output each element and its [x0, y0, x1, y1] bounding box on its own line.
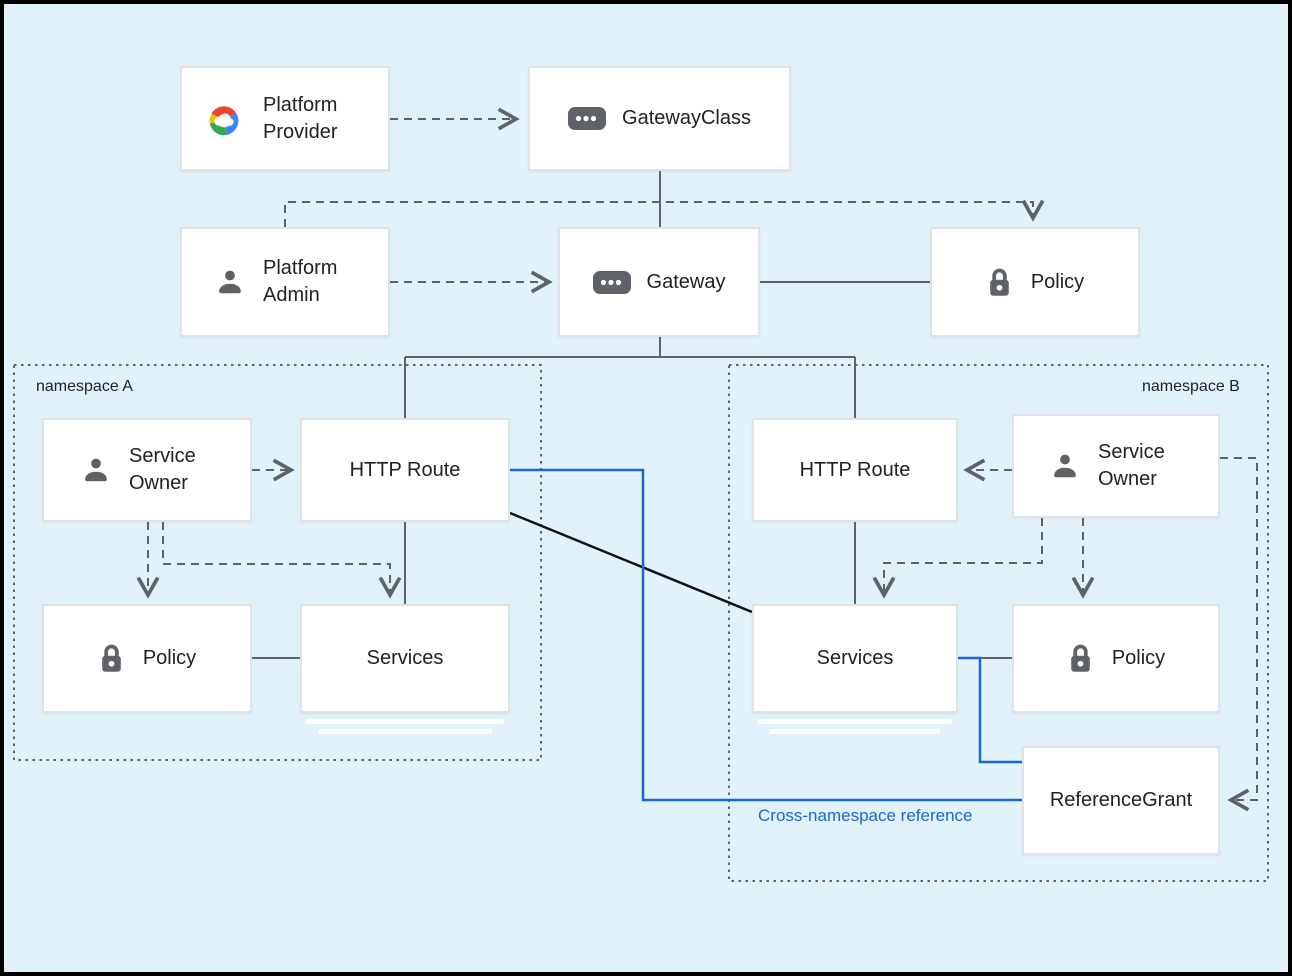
connector-services-b-referencegrant [958, 656, 1022, 764]
node-platform-admin: Platform Admin [180, 227, 390, 337]
node-http-route-b: HTTP Route [752, 418, 958, 522]
node-label: Platform Admin [263, 257, 338, 306]
connector-httproute-a-services-b [509, 511, 753, 614]
connector-serviceowner-b-services-b [872, 518, 1043, 599]
services-b-stack-decoration [770, 729, 940, 734]
services-b-stack-decoration [758, 719, 952, 724]
node-label: Service Owner [1098, 441, 1165, 490]
node-http-route-a: HTTP Route [300, 418, 510, 522]
connector-serviceowner-b-referencegrant [1220, 457, 1258, 812]
node-label: HTTP Route [349, 458, 461, 481]
node-label: GatewayClass [622, 107, 751, 129]
node-label: Policy [1030, 270, 1085, 293]
resource-chip-icon [568, 107, 607, 130]
connector-platformadmin-policy [284, 199, 1045, 227]
namespace-a-border [13, 364, 542, 761]
node-label: Services [366, 647, 444, 669]
services-a-stack-decoration [306, 719, 504, 724]
cross-namespace-reference-label: Cross-namespace reference [758, 806, 973, 825]
services-a-stack-decoration [318, 729, 492, 734]
node-label: Platform Provider [263, 93, 338, 143]
google-cloud-icon [203, 101, 245, 137]
node-label: Gateway [646, 270, 726, 293]
person-icon [1050, 451, 1080, 481]
namespace-a-label: namespace A [36, 378, 133, 395]
namespace-b-border [728, 364, 1269, 882]
lock-icon [986, 267, 1013, 298]
connector-serviceowner-a-services-a [162, 522, 402, 599]
connector-httproute-a-referencegrant [510, 468, 1022, 802]
node-gateway-class: GatewayClass [528, 66, 791, 171]
person-icon [81, 455, 111, 485]
person-icon [215, 267, 245, 297]
node-reference-grant: ReferenceGrant [1022, 746, 1220, 855]
lock-icon [98, 643, 125, 674]
node-services-a: Services [300, 604, 510, 713]
node-gateway: Gateway [558, 227, 760, 337]
node-policy-a: Policy [42, 604, 252, 713]
node-service-owner-b: Service Owner [1012, 414, 1220, 518]
connector-gateway-httproutes [404, 337, 856, 418]
node-service-owner-a: Service Owner [42, 418, 252, 522]
lock-icon [1067, 643, 1094, 674]
node-label: Services [816, 647, 894, 669]
node-policy-b: Policy [1012, 604, 1220, 713]
namespace-b-label: namespace B [1142, 378, 1240, 395]
node-services-b: Services [752, 604, 958, 713]
node-policy-top: Policy [930, 227, 1140, 337]
node-label: ReferenceGrant [1049, 789, 1193, 811]
node-platform-provider: Platform Provider [180, 66, 390, 171]
resource-chip-icon [592, 270, 631, 294]
node-label: Service Owner [129, 445, 196, 494]
node-label: Policy [1111, 647, 1166, 669]
node-label: HTTP Route [799, 458, 911, 481]
node-label: Policy [142, 647, 197, 669]
